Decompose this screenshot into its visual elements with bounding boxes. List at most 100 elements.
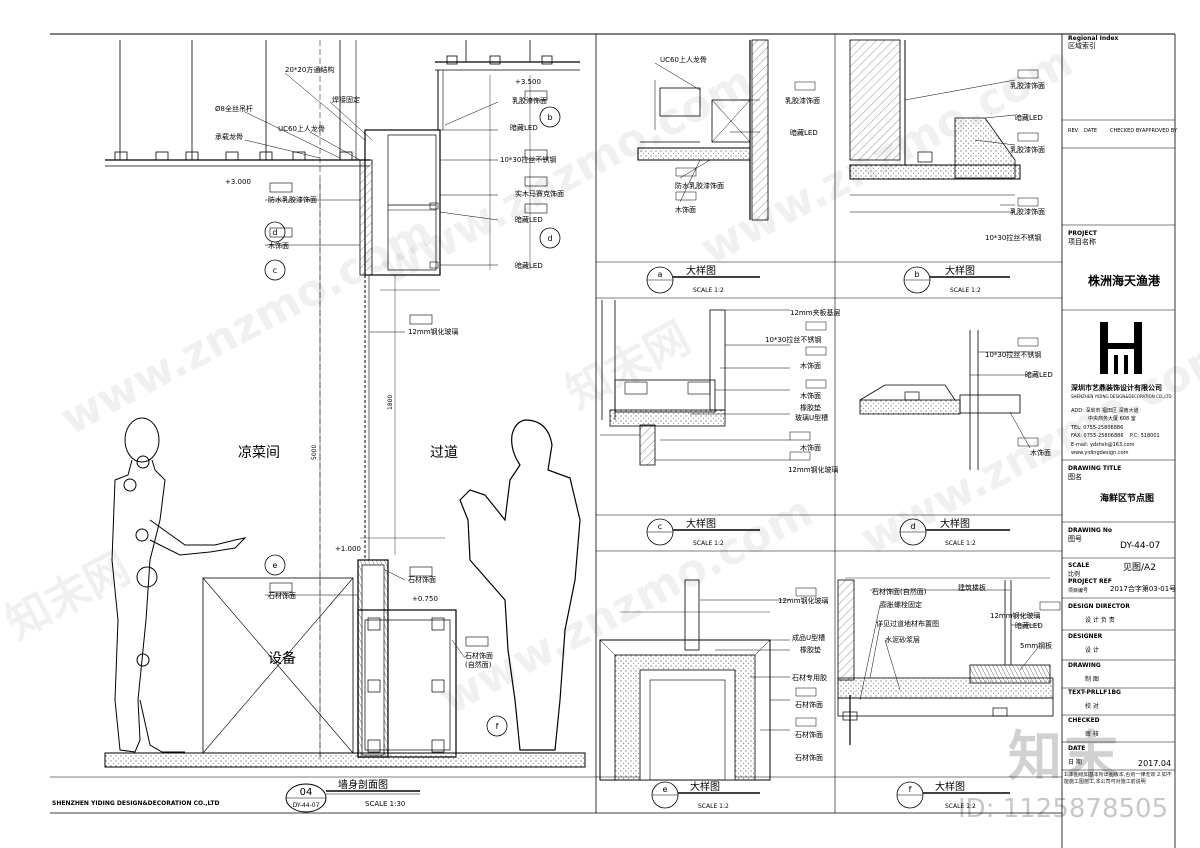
detail-e-label-2: 成品U型槽 xyxy=(792,633,825,642)
svg-text:c: c xyxy=(273,266,277,275)
detail-c-scale: SCALE 1:2 xyxy=(693,540,724,547)
tb-drawing-no-en: DRAWING No xyxy=(1068,527,1112,534)
detail-c-label-1: 12mm夹板基层 xyxy=(790,308,841,317)
detail-e-label-5: 石材饰面 xyxy=(795,700,823,709)
human-figure-left-icon xyxy=(111,417,247,753)
svg-text:d: d xyxy=(547,234,552,243)
detail-c-label-4: 木饰面 xyxy=(800,391,821,400)
label-stone-b: 石材饰面 xyxy=(268,591,296,600)
detail-f-label-1: 建筑楼板 xyxy=(958,583,986,592)
detail-b-label-3: 乳胶漆饰面 xyxy=(1010,145,1045,154)
tb-email: E-mail: ydshsh@163.com xyxy=(1071,442,1135,448)
tb-approved-by: APPROVED BY xyxy=(1142,128,1178,134)
detail-b-scale: SCALE 1:2 xyxy=(950,287,981,294)
detail-d-scale: SCALE 1:2 xyxy=(945,540,976,547)
tb-pc: P.C: 518001 xyxy=(1130,433,1160,439)
detail-a-scale: SCALE 1:2 xyxy=(693,287,724,294)
level-ceiling: +3.000 xyxy=(225,178,251,186)
tb-rev: REV. xyxy=(1068,128,1079,134)
watermark-id: ID: 1125878505 xyxy=(958,794,1169,824)
tb-project-ref: 2017合字第03-01号 xyxy=(1110,584,1176,593)
footer-company: SHENZHEN YIDING DESIGN&DECORATION CO.,LT… xyxy=(52,800,219,807)
detail-c-id: c xyxy=(658,522,662,531)
detail-a-title-mark: a 大样图 SCALE 1:2 xyxy=(646,264,760,294)
tb-director-en: DESIGN DIRECTOR xyxy=(1068,603,1130,610)
tb-drawing-no: DY-44-07 xyxy=(1120,541,1160,551)
detail-c-label-7: 木饰面 xyxy=(800,443,821,452)
detail-b-title-mark: b 大样图 SCALE 1:2 xyxy=(903,264,1010,294)
detail-d-drawing xyxy=(859,330,1039,470)
detail-b-label-4: 乳胶漆饰面 xyxy=(1010,207,1045,216)
tb-date: DATE xyxy=(1084,128,1097,134)
room-label-cold-dish: 凉菜间 xyxy=(238,445,280,461)
detail-f-title-mark: f 大样图 SCALE 1:2 xyxy=(896,780,1010,810)
detail-d-label-1: 10*30拉丝不锈钢 xyxy=(985,350,1041,359)
detail-a-labels: UC60上人龙骨 乳胶漆饰面 暗藏LED 防水乳胶漆饰面 木饰面 xyxy=(660,55,820,214)
dim-1800: 1800 xyxy=(387,395,394,410)
detail-c-label-3: 木饰面 xyxy=(800,361,821,370)
detail-e-label-4: 石材专用胶 xyxy=(792,673,827,682)
tb-drawing-title-en: DRAWING TITLE xyxy=(1068,465,1121,472)
label-led-c: 暗藏LED xyxy=(515,261,543,270)
detail-f-label-4: 详见过道地材布置图 xyxy=(876,619,939,628)
detail-d-label-3: 木饰面 xyxy=(1030,448,1051,457)
detail-e-labels: 12mm钢化玻璃 成品U型槽 橡胶垫 石材专用胶 石材饰面 石材饰面 石材饰面 xyxy=(778,596,829,762)
detail-e-drawing xyxy=(599,579,817,781)
tb-date-cn: 日 期 xyxy=(1068,758,1082,766)
detail-b-label-1: 乳胶漆饰面 xyxy=(1010,81,1045,90)
tb-checked-en: CHECKED xyxy=(1068,717,1100,724)
tb-project-ref-en: PROJECT REF xyxy=(1068,578,1112,585)
tb-drawing-en: DRAWING xyxy=(1068,662,1101,669)
company-logo-icon xyxy=(1100,322,1142,374)
svg-text:e: e xyxy=(273,561,278,570)
wall-section-labels: 凉菜间 过道 设备 20*20方通结构 Ø8全丝吊杆 承载龙骨 UC60上人龙骨… xyxy=(215,65,564,669)
label-uc60: UC60上人龙骨 xyxy=(278,124,325,133)
detail-f-scale: SCALE 1:2 xyxy=(945,803,976,810)
equipment-label: 设备 xyxy=(268,650,296,667)
detail-f-label-2: 石材饰面(自然面) xyxy=(872,587,927,596)
main-scale: SCALE 1:30 xyxy=(365,800,405,808)
tb-director-cn: 设 计 负 责 xyxy=(1085,616,1115,624)
detail-d-label-2: 暗藏LED xyxy=(1025,370,1053,379)
tb-text-en: TEXT-PRLLF1BG xyxy=(1068,689,1121,696)
tb-addr: ADD: 深圳市 福田区 深南大道 xyxy=(1071,407,1139,414)
tb-text-cn: 校 对 xyxy=(1085,702,1099,710)
label-panel: 实木马賽克饰面 xyxy=(515,189,564,198)
label-led-a: 暗藏LED xyxy=(510,123,538,132)
detail-a-label-4: 防水乳胶漆饰面 xyxy=(675,181,724,190)
detail-f-label-7: 暗藏LED xyxy=(1015,621,1043,630)
label-top-structure: 20*20方通结构 xyxy=(285,65,334,74)
svg-text:b: b xyxy=(547,113,552,122)
detail-d-title-mark: d 大样图 SCALE 1:2 xyxy=(899,517,1010,547)
tb-web: www.yidingdesign.com xyxy=(1071,450,1129,456)
detail-e-label-7: 石材饰面 xyxy=(795,753,823,762)
tb-scale-cn: 比例 xyxy=(1068,570,1080,578)
detail-d-id: d xyxy=(910,522,915,531)
detail-c-title: 大样图 xyxy=(686,517,716,530)
detail-b-title: 大样图 xyxy=(945,264,975,277)
detail-c-label-5: 橡胶垫 xyxy=(800,403,821,412)
detail-f-id: f xyxy=(909,785,912,794)
tb-drawing-no-cn: 图号 xyxy=(1068,535,1082,543)
tb-project-name: 株洲海天渔港 xyxy=(1088,273,1161,288)
label-glass: 12mm钢化玻璃 xyxy=(408,327,459,336)
tb-project-en: PROJECT xyxy=(1068,230,1098,237)
tb-project-ref-cn: 项目编号 xyxy=(1068,587,1088,594)
detail-f-title: 大样图 xyxy=(935,780,965,793)
tb-date-en: DATE xyxy=(1068,745,1085,752)
detail-c-title-mark: c 大样图 SCALE 1:2 xyxy=(646,517,760,547)
detail-b-id: b xyxy=(914,270,919,279)
detail-b-label-2: 暗藏LED xyxy=(1015,113,1043,122)
detail-f-label-5: 水泥砂浆层 xyxy=(885,635,920,644)
detail-c-label-8: 12mm钢化玻璃 xyxy=(788,465,839,474)
label-latex: 乳胶漆饰面 xyxy=(512,96,547,105)
label-ss: 10*30拉丝不锈钢 xyxy=(500,155,556,164)
label-wood: 木饰面 xyxy=(268,241,289,250)
detail-e-title-mark: e 大样图 SCALE 1:2 xyxy=(651,780,760,810)
wall-section-drawing: d c e b d f xyxy=(104,40,586,768)
detail-a-label-5: 木饰面 xyxy=(675,205,696,214)
detail-a-drawing xyxy=(637,39,816,221)
detail-c-drawing xyxy=(600,300,827,466)
title-block xyxy=(1062,119,1175,771)
tb-designer-cn: 设 计 xyxy=(1085,646,1099,654)
